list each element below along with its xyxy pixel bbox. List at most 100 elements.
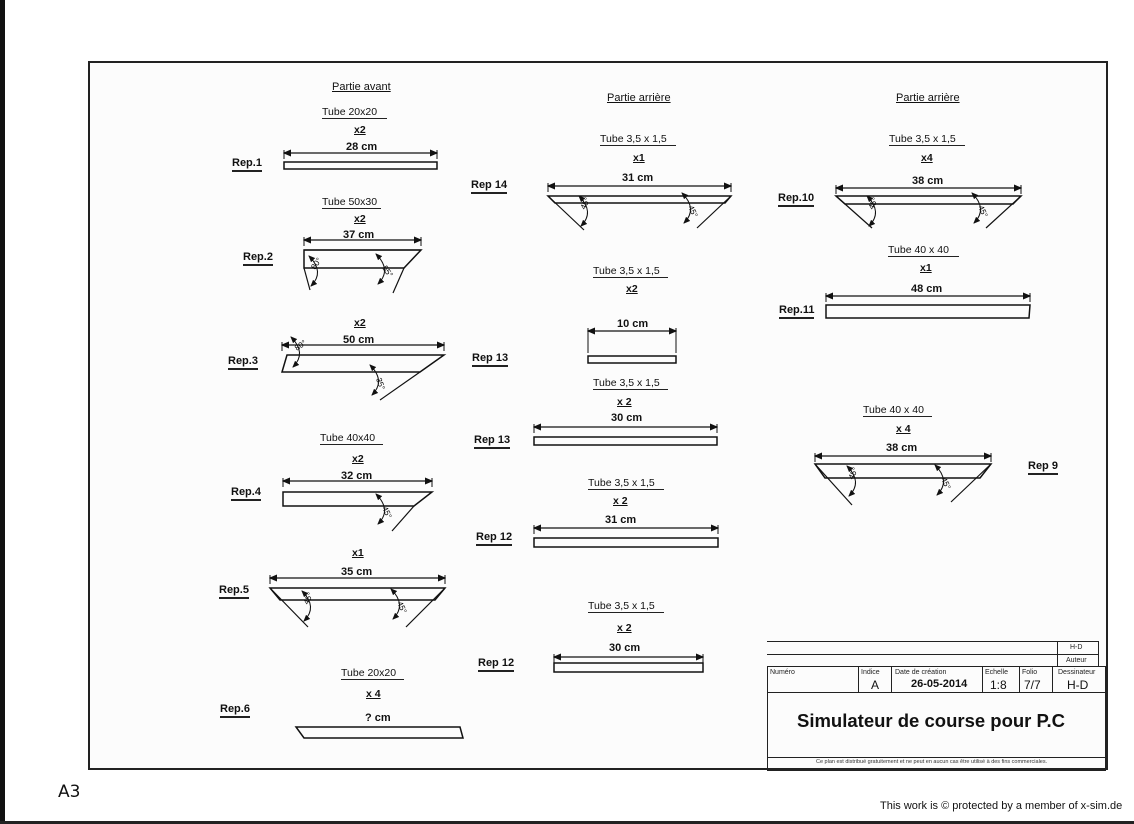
part-quantity: x 2 bbox=[617, 396, 632, 408]
drawing-sheet-frame bbox=[88, 61, 1108, 770]
disclaimer-text: Ce plan est distribué gratuitement et ne… bbox=[816, 759, 1048, 765]
part-quantity: x 2 bbox=[617, 622, 632, 634]
author-label: Auteur bbox=[1066, 657, 1087, 664]
angle-arc bbox=[369, 364, 379, 396]
part-rep-label: Rep 13 bbox=[472, 352, 509, 367]
cut-line bbox=[985, 195, 1022, 229]
cut-line bbox=[391, 505, 415, 532]
folio-label: Folio bbox=[1022, 669, 1038, 676]
angle-arc bbox=[971, 192, 981, 224]
part-rep-label: Rep.4 bbox=[231, 486, 261, 501]
angle-label: 45° bbox=[380, 505, 393, 520]
tube-profile bbox=[553, 662, 704, 673]
part-tube-spec: Tube 40 x 40 bbox=[863, 404, 932, 417]
date-value: 26-05-2014 bbox=[911, 678, 968, 690]
cut-line bbox=[303, 267, 311, 291]
part-rep-label: Rep.5 bbox=[219, 584, 249, 599]
angle-label: 80° bbox=[293, 338, 308, 352]
tube-profile bbox=[303, 249, 423, 269]
angle-arc bbox=[846, 465, 856, 497]
part-quantity: x 2 bbox=[613, 495, 628, 507]
tube-profile bbox=[283, 161, 438, 170]
tube-profile bbox=[834, 195, 1023, 205]
part-rep-label: Rep.11 bbox=[779, 304, 815, 319]
angle-arc bbox=[578, 195, 588, 227]
part-quantity: x2 bbox=[354, 213, 366, 225]
part-tube-spec: Tube 3,5 x 1,5 bbox=[600, 133, 676, 146]
cut-line bbox=[696, 195, 732, 229]
indice-value: A bbox=[871, 678, 880, 692]
part-length: 38 cm bbox=[912, 175, 944, 187]
part-length: 31 cm bbox=[622, 172, 654, 184]
dessinateur-label: Dessinateur bbox=[1058, 669, 1096, 676]
part-quantity: x2 bbox=[354, 124, 366, 136]
tube-profile bbox=[268, 587, 447, 601]
part-quantity: x1 bbox=[633, 152, 645, 164]
part-length: 30 cm bbox=[609, 642, 641, 654]
tube-profile bbox=[533, 436, 718, 446]
cut-line bbox=[835, 195, 873, 229]
part-rep-label: Rep.2 bbox=[243, 251, 273, 266]
echelle-value: 1:8 bbox=[990, 678, 1007, 692]
part-length: 32 cm bbox=[341, 470, 373, 482]
tube-profile bbox=[587, 355, 677, 364]
part-tube-spec: Tube 3,5 x 1,5 bbox=[593, 377, 668, 390]
numero-label: Numéro bbox=[770, 669, 795, 676]
echelle-label: Echelle bbox=[985, 669, 1008, 676]
cut-line bbox=[379, 371, 421, 401]
angle-arc bbox=[301, 590, 311, 622]
part-tube-spec: Tube 3,5 x 1,5 bbox=[889, 133, 965, 146]
cut-line bbox=[814, 463, 853, 506]
part-length: 31 cm bbox=[605, 514, 637, 526]
part-rep-label: Rep.6 bbox=[220, 703, 250, 718]
part-tube-spec: Tube 20x20 bbox=[322, 106, 388, 119]
part-quantity: x1 bbox=[352, 547, 364, 559]
date-label: Date de création bbox=[895, 669, 947, 676]
dessinateur-value: H-D bbox=[1067, 678, 1089, 692]
part-quantity: x 4 bbox=[896, 423, 911, 435]
angle-label: 45° bbox=[686, 204, 699, 219]
cut-line bbox=[405, 587, 446, 628]
angle-arc bbox=[681, 192, 691, 224]
part-tube-spec: Tube 40 x 40 bbox=[888, 244, 959, 257]
part-length: 35 cm bbox=[341, 566, 373, 578]
part-tube-spec: Tube 20x20 bbox=[341, 667, 405, 680]
angle-arc bbox=[375, 253, 385, 285]
scan-edge-bottom bbox=[0, 821, 1134, 824]
part-length: ? cm bbox=[365, 712, 391, 724]
angle-arc bbox=[308, 255, 318, 287]
angle-label: 45° bbox=[976, 204, 989, 219]
angle-label: 35° bbox=[374, 377, 387, 391]
part-length: 10 cm bbox=[617, 318, 649, 330]
part-quantity: x2 bbox=[352, 453, 364, 465]
author-value: H-D bbox=[1070, 644, 1083, 651]
part-length: 48 cm bbox=[911, 283, 943, 295]
part-rep-label: Rep 9 bbox=[1028, 460, 1058, 475]
angle-label: 55° bbox=[380, 264, 394, 279]
angle-arc bbox=[375, 493, 385, 525]
drawing-title: Simulateur de course pour P.C bbox=[797, 710, 1065, 731]
cut-line bbox=[547, 195, 585, 231]
part-quantity: x1 bbox=[920, 262, 932, 274]
paper-format-label: A3 bbox=[58, 782, 81, 802]
title-block: H-D Auteur Numéro Indice A Date de créat… bbox=[767, 641, 1106, 771]
tube-profile bbox=[294, 726, 464, 739]
angle-label: 45° bbox=[395, 600, 408, 615]
copyright-notice: This work is © protected by a member of … bbox=[880, 800, 1123, 812]
part-rep-label: Rep 12 bbox=[476, 531, 513, 546]
angle-arc bbox=[290, 336, 300, 368]
part-length: 28 cm bbox=[346, 141, 378, 153]
part-tube-spec: Tube 3,5 x 1,5 bbox=[588, 477, 664, 490]
folio-value: 7/7 bbox=[1024, 678, 1041, 692]
section-title-front: Partie avant bbox=[332, 81, 391, 93]
part-length: 37 cm bbox=[343, 229, 375, 241]
part-tube-spec: Tube 50x30 bbox=[322, 196, 382, 209]
part-length: 38 cm bbox=[886, 442, 918, 454]
angle-arc bbox=[934, 464, 944, 496]
tube-profile bbox=[282, 491, 435, 507]
part-quantity: x2 bbox=[354, 317, 366, 329]
tube-profile bbox=[280, 354, 447, 373]
cut-line bbox=[392, 267, 405, 294]
tube-profile bbox=[825, 304, 1031, 319]
